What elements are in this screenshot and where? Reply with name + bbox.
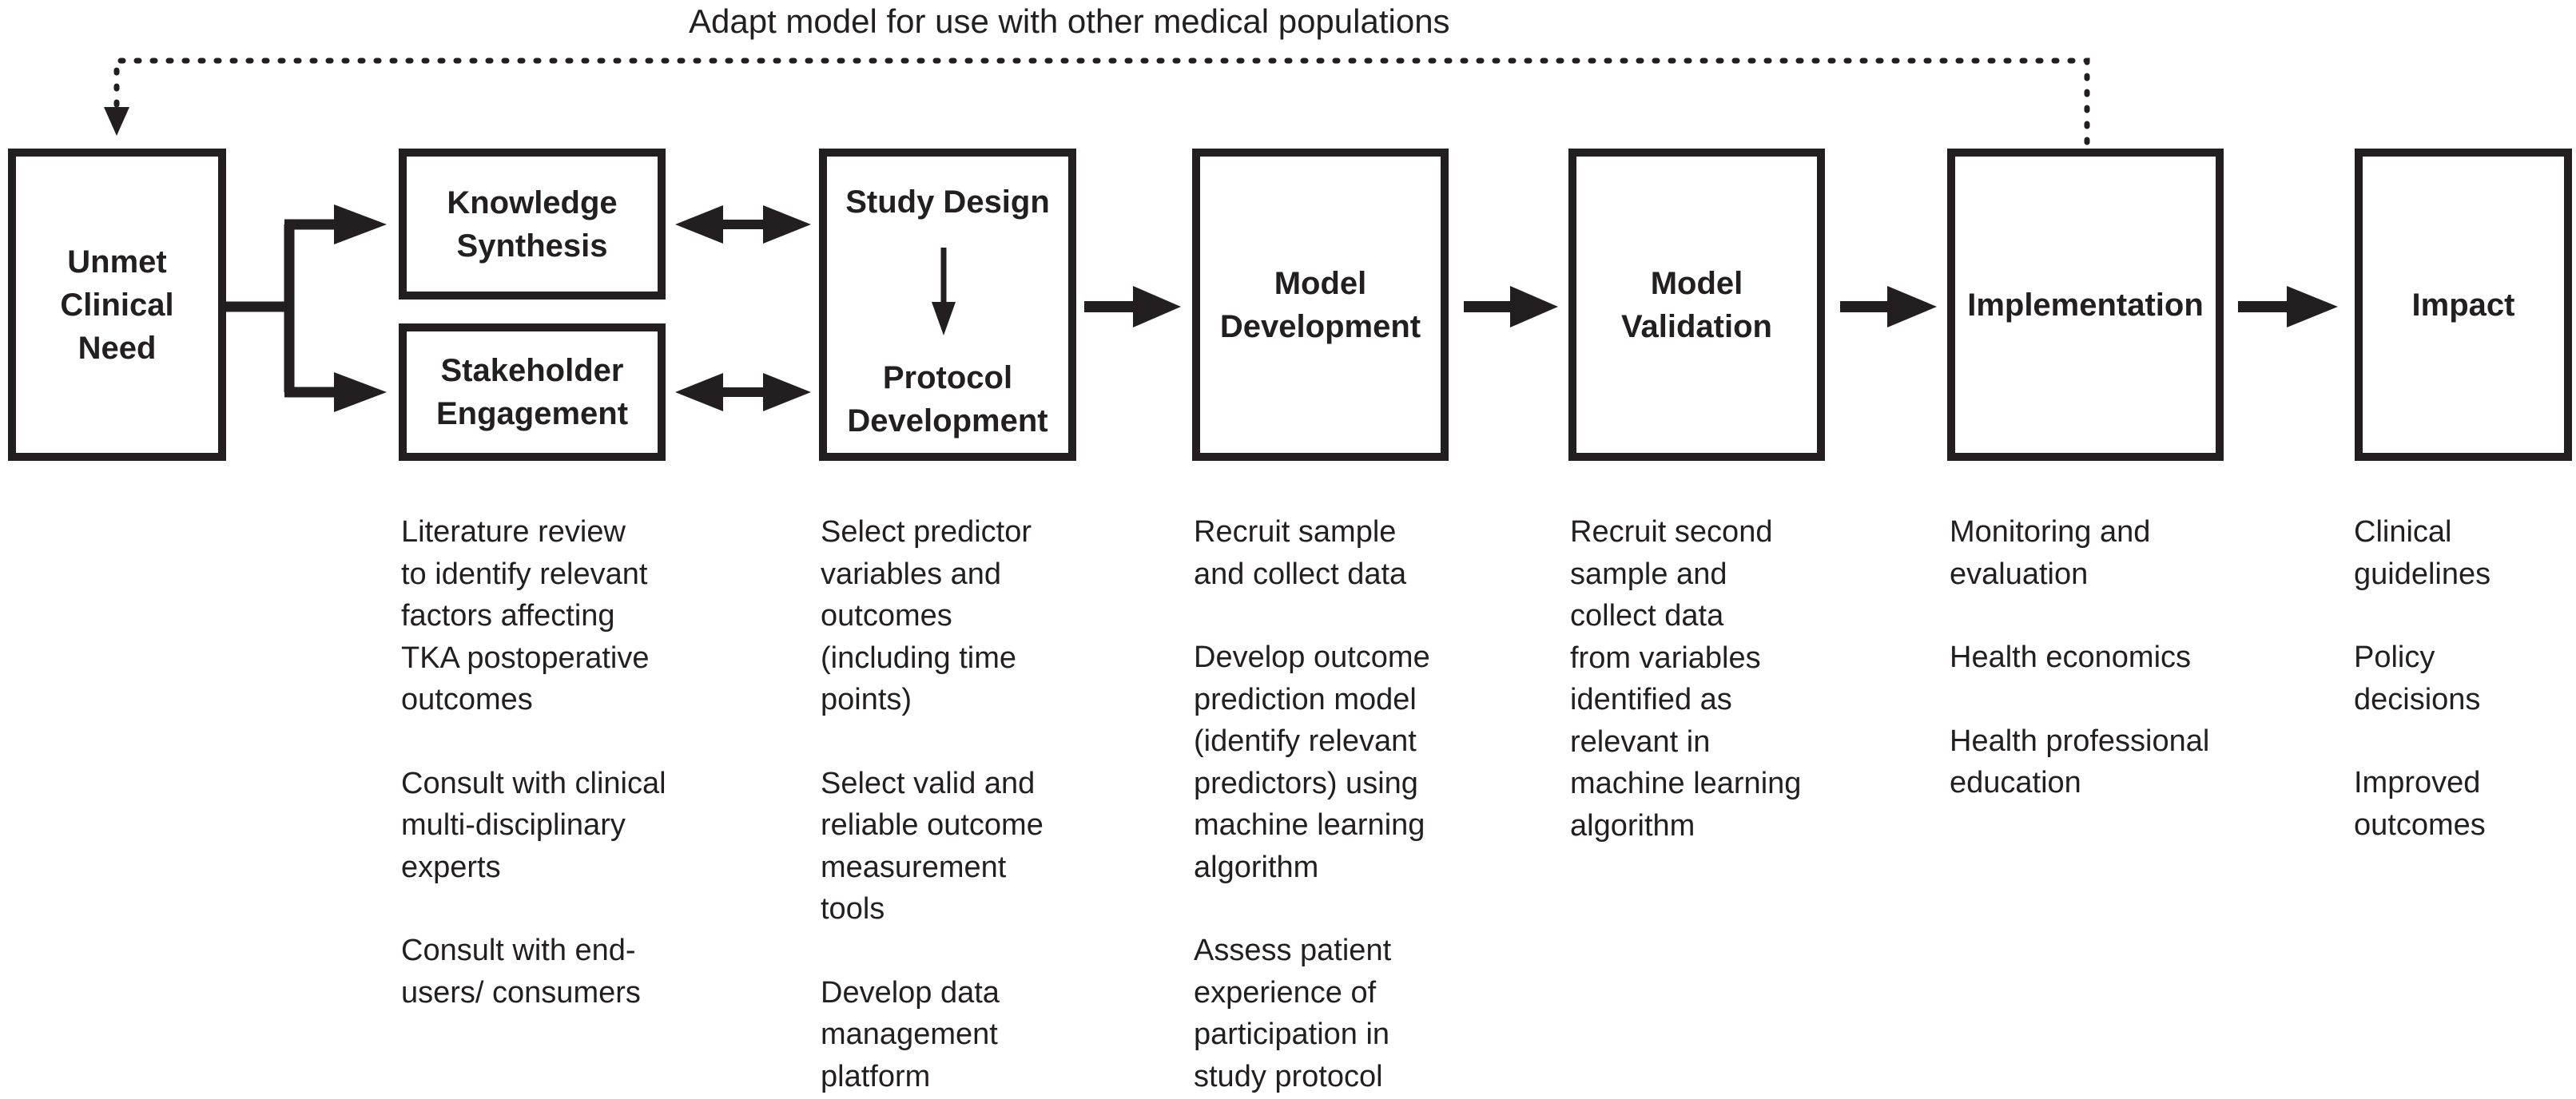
- feedback-loop-arrowhead: [104, 107, 129, 136]
- description-item: Monitoring and evaluation: [1950, 515, 2151, 591]
- impact-descriptions: Clinical guidelines Policy decisions Imp…: [2354, 511, 2570, 887]
- impact-label: Impact: [2411, 287, 2515, 323]
- implementation-descriptions: Monitoring and evaluation Health economi…: [1950, 511, 2301, 846]
- description-item: Policy decisions: [2354, 641, 2481, 716]
- knowledge-stakeholder-descriptions: Literature review to identify relevant f…: [401, 511, 721, 1055]
- arrow-model-development-to-validation: [1464, 286, 1558, 327]
- unmet-clinical-need-label: Unmet Clinical Need: [60, 244, 174, 366]
- box-impact: [2355, 149, 2572, 461]
- description-item: Select valid and reliable outcome measur…: [821, 766, 1044, 926]
- box-unmet-clinical-need: [8, 149, 226, 461]
- description-item: Consult with clinical multi-disciplinary…: [401, 766, 666, 884]
- knowledge-synthesis-label: Knowledge Synthesis: [447, 184, 618, 264]
- branch-arrowhead-knowledge: [334, 204, 387, 244]
- box-implementation: [1947, 149, 2224, 461]
- description-item: Develop outcome prediction model (identi…: [1194, 641, 1430, 884]
- box-model-development: [1192, 149, 1449, 461]
- description-item: Select predictor variables and outcomes …: [821, 515, 1032, 716]
- description-item: Clinical guidelines: [2354, 515, 2491, 591]
- feedback-loop-dotted-line: [113, 58, 2090, 145]
- description-item: Recruit sample and collect data: [1194, 515, 1407, 591]
- model-development-descriptions: Recruit sample and collect data Develop …: [1194, 511, 1513, 1099]
- double-arrow-knowledge-study: [675, 205, 811, 244]
- arrow-protocol-to-model-development: [1084, 286, 1181, 327]
- description-item: Develop data management platform: [821, 975, 1000, 1093]
- branch-arrowhead-stakeholder: [334, 372, 387, 412]
- study-protocol-descriptions: Select predictor variables and outcomes …: [821, 511, 1140, 1099]
- description-item: Consult with end- users/ consumers: [401, 934, 641, 1010]
- description-item: Literature review to identify relevant f…: [401, 515, 650, 716]
- model-validation-label: Model Validation: [1621, 265, 1772, 344]
- stakeholder-engagement-label: Stakeholder Engagement: [435, 353, 629, 431]
- arrow-validation-to-implementation: [1840, 286, 1937, 327]
- protocol-development-label: Protocol Development: [847, 360, 1048, 438]
- box-stakeholder-engagement: [399, 323, 666, 461]
- study-to-protocol-down-arrow: [932, 248, 956, 335]
- box-model-validation: [1568, 149, 1825, 461]
- implementation-label: Implementation: [1967, 287, 2204, 323]
- branch-connector: [222, 224, 295, 392]
- model-development-label: Model Development: [1219, 265, 1421, 344]
- study-design-label: Study Design: [845, 184, 1050, 220]
- description-item: Health professional education: [1950, 724, 2210, 800]
- feedback-loop-label: Adapt model for use with other medical p…: [689, 2, 1450, 40]
- description-item: Recruit second sample and collect data f…: [1570, 515, 1802, 843]
- description-item: Improved outcomes: [2354, 766, 2486, 842]
- description-item: Assess patient experience of participati…: [1194, 934, 1392, 1093]
- description-item: Health economics: [1950, 641, 2192, 674]
- box-knowledge-synthesis: [399, 149, 666, 300]
- double-arrow-stakeholder-protocol: [675, 373, 811, 411]
- model-validation-descriptions: Recruit second sample and collect data f…: [1570, 511, 1890, 888]
- arrow-implementation-to-impact: [2238, 286, 2338, 327]
